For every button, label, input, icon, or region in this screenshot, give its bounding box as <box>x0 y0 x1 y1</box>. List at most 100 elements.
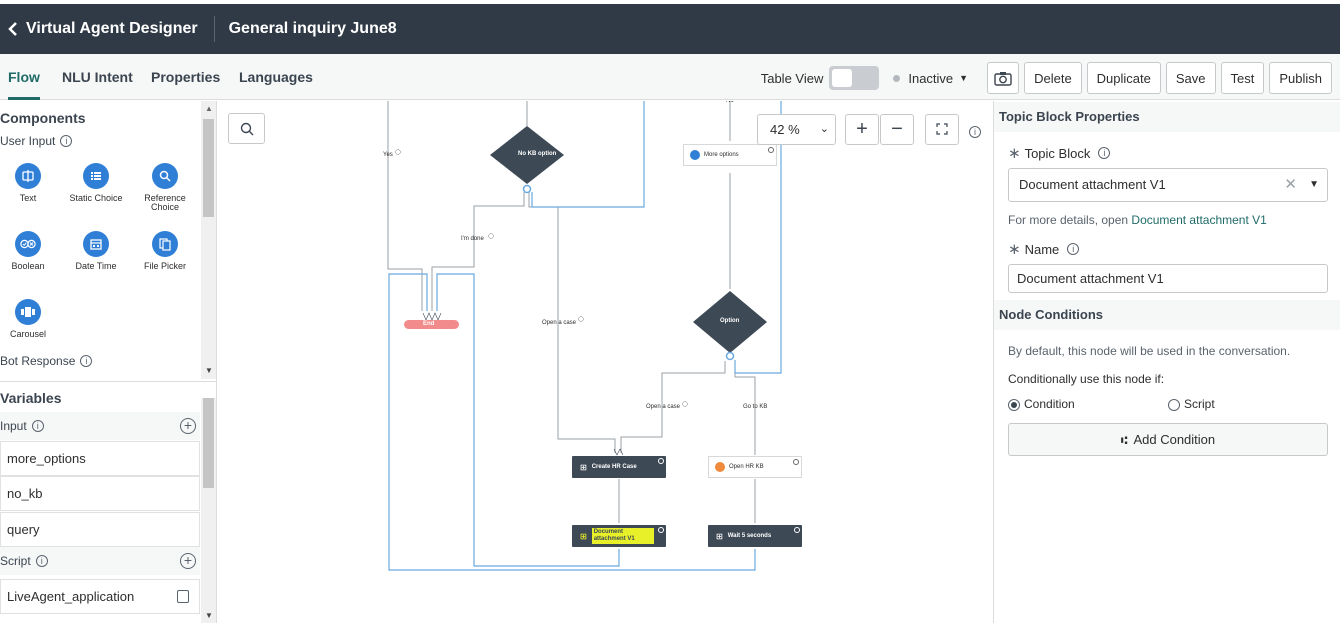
user-input-label: User Input <box>0 134 56 148</box>
components-scrollbar[interactable]: ▲ ▼ <box>201 101 216 379</box>
close-icon[interactable] <box>768 147 774 153</box>
tab-properties[interactable]: Properties <box>151 69 221 85</box>
add-script-variable-button[interactable]: + <box>180 553 196 569</box>
canvas-search-button[interactable] <box>228 113 265 144</box>
scroll-thumb[interactable] <box>203 398 214 488</box>
decision-node-option[interactable]: Option <box>720 318 740 324</box>
radio-selected-icon <box>1008 398 1020 411</box>
delete-button[interactable]: Delete <box>1024 62 1082 94</box>
scroll-up-icon: ▲ <box>205 104 213 113</box>
node-create-hr-case[interactable]: ⊞ Create HR Case <box>572 456 666 478</box>
close-icon[interactable] <box>658 458 664 464</box>
script-label: Script <box>0 554 31 568</box>
name-input[interactable]: Document attachment V1 <box>1008 264 1328 293</box>
duplicate-button[interactable]: Duplicate <box>1086 62 1161 94</box>
clear-icon[interactable]: ✕ <box>1284 176 1297 193</box>
component-label: Static Choice <box>69 193 123 203</box>
components-title: Components <box>0 110 86 126</box>
camera-icon <box>994 71 1012 86</box>
snapshot-button[interactable] <box>987 62 1020 94</box>
node-label: Wait 5 seconds <box>727 533 772 539</box>
script-variable-item[interactable]: LiveAgent_application <box>0 579 200 614</box>
close-icon[interactable] <box>658 527 664 533</box>
node-wait[interactable]: ⊞ Wait 5 seconds <box>708 525 802 547</box>
component-file-picker[interactable]: File Picker <box>135 231 195 271</box>
node-label: Create HR Case <box>591 464 637 470</box>
node-document-attachment[interactable]: ⊞ Document attachment V1 <box>572 525 666 547</box>
save-button[interactable]: Save <box>1165 62 1216 94</box>
topic-block-select[interactable]: Document attachment V1 ✕ ▼ <box>1008 168 1328 202</box>
radio-script[interactable]: Script <box>1168 397 1215 411</box>
topic-block-label-text: Topic Block <box>1024 145 1091 161</box>
node-open-hr-kb[interactable]: Open HR KB <box>708 456 802 478</box>
chevron-left-icon <box>8 22 17 36</box>
grid-icon: ⊞ <box>716 531 723 541</box>
flow-canvas[interactable]: No KB option Option End More options ⊞ C… <box>218 101 992 623</box>
boolean-icon <box>15 231 41 257</box>
topic-block-value: Document attachment V1 <box>1019 177 1166 192</box>
component-label: Date Time <box>75 261 117 271</box>
copy-icon[interactable] <box>177 590 189 603</box>
required-icon: ∗ <box>1008 145 1021 162</box>
edge-label: Open a case <box>542 320 577 326</box>
status-dropdown[interactable]: Inactive ▼ <box>893 71 968 86</box>
properties-title: Topic Block Properties <box>994 102 1340 132</box>
topic-block-link[interactable]: Document attachment V1 <box>1131 213 1267 227</box>
caret-down-icon[interactable]: ▼ <box>1309 179 1319 190</box>
close-icon[interactable] <box>793 459 799 465</box>
node-more-options[interactable]: More options <box>683 144 777 166</box>
input-variable-item[interactable]: query <box>0 512 200 547</box>
zoom-out-button[interactable]: − <box>880 114 914 145</box>
test-button[interactable]: Test <box>1220 62 1265 94</box>
back-button[interactable]: Virtual Agent Designer <box>0 20 198 38</box>
add-input-variable-button[interactable]: + <box>180 418 196 434</box>
component-static-choice[interactable]: Static Choice <box>66 163 126 203</box>
edge-label: Yes <box>383 152 393 158</box>
topic-title: General inquiry June8 <box>228 20 397 37</box>
scroll-thumb[interactable] <box>203 119 214 217</box>
tab-flow[interactable]: Flow <box>8 54 40 100</box>
component-date-time[interactable]: Date Time <box>66 231 126 271</box>
fit-screen-button[interactable] <box>925 114 959 145</box>
table-view-toggle[interactable] <box>829 66 880 90</box>
input-variable-item[interactable]: no_kb <box>0 476 200 511</box>
component-label: Reference Choice <box>144 193 186 212</box>
file-icon <box>152 231 178 257</box>
zoom-select[interactable]: 42 % ⌄ <box>757 114 836 145</box>
canvas-info-icon[interactable]: i <box>969 122 981 140</box>
radio-condition[interactable]: Condition <box>1008 397 1075 411</box>
publish-button[interactable]: Publish <box>1269 62 1332 94</box>
tab-languages[interactable]: Languages <box>239 69 313 85</box>
info-icon: i <box>35 555 48 567</box>
info-icon: i <box>1067 243 1080 255</box>
component-reference-choice[interactable]: Reference Choice <box>135 163 195 212</box>
edge-label: Open a case <box>646 404 681 410</box>
close-icon[interactable] <box>794 527 800 533</box>
end-node[interactable]: End <box>423 321 435 327</box>
tab-bar: Flow NLU Intent Properties Languages Tab… <box>0 54 1340 100</box>
fullscreen-icon <box>936 123 948 135</box>
details-prefix: For more details, open <box>1008 213 1129 227</box>
app-title: Virtual Agent Designer <box>26 20 198 37</box>
add-condition-button[interactable]: ⑆Add Condition <box>1008 423 1328 456</box>
variables-scrollbar[interactable]: ▼ <box>201 398 216 623</box>
toolbar: Table View Inactive ▼ Delete Duplicate S… <box>761 62 1332 94</box>
info-icon: i <box>31 420 44 432</box>
input-variable-item[interactable]: more_options <box>0 441 200 476</box>
component-carousel[interactable]: Carousel <box>0 299 58 339</box>
input-label: Input <box>0 419 27 433</box>
list-icon <box>690 150 700 160</box>
tab-nlu-intent[interactable]: NLU Intent <box>62 69 133 85</box>
required-icon: ∗ <box>1008 241 1021 258</box>
decision-node-no-kb-option[interactable]: No KB option <box>518 151 557 157</box>
zoom-in-button[interactable]: + <box>845 114 879 145</box>
component-boolean[interactable]: Boolean <box>0 231 58 271</box>
node-label: Document attachment V1 <box>591 528 654 544</box>
component-text[interactable]: Text <box>0 163 58 203</box>
node-label: More options <box>704 152 739 158</box>
